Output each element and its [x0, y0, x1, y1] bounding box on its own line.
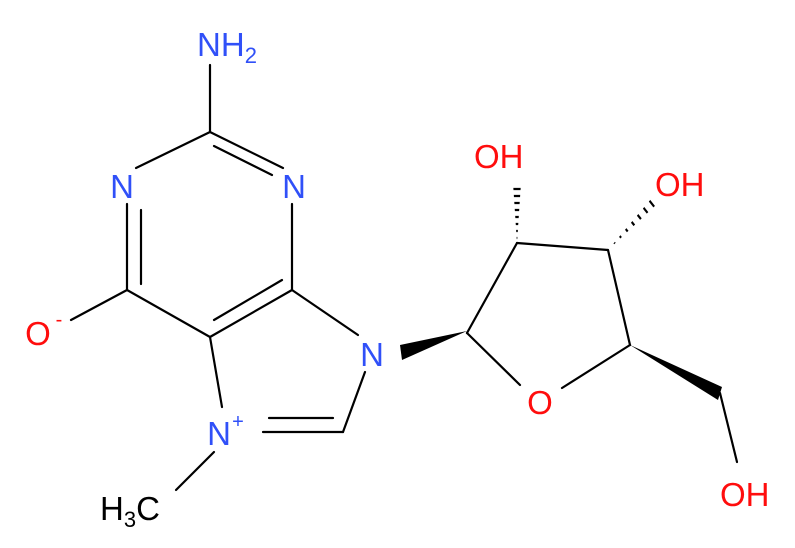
- n1-label: N: [110, 168, 134, 205]
- bond-c4-c5: [208, 288, 294, 339]
- bond-c4-n9: [290, 288, 360, 337]
- bond-c2-n3: [208, 130, 285, 170]
- bond-n7-ch3: [174, 450, 216, 492]
- oh-c5-label: OH: [720, 476, 770, 513]
- bond-c2-n3-inner: [212, 144, 274, 177]
- bond-o4-c1: [465, 331, 522, 387]
- amine-label: NH2: [197, 26, 257, 68]
- ring-o-label: O: [527, 384, 553, 421]
- n7-charge: +: [232, 411, 244, 433]
- n3-label: N: [282, 168, 306, 205]
- oxide-charge: -: [56, 309, 63, 331]
- methyl-h-count: 3: [124, 507, 136, 532]
- bond-c1-c2: [465, 241, 519, 335]
- bond-c4-c5-inner: [212, 278, 284, 322]
- n9-label: N: [360, 336, 384, 373]
- bond-n1-c2: [134, 130, 212, 170]
- n7-label: N: [207, 415, 231, 452]
- bond-c6-c5: [125, 288, 212, 339]
- amine-h-count: 2: [245, 43, 257, 68]
- bond-c2-c3: [515, 241, 610, 252]
- oh-c2-label: OH: [474, 138, 524, 175]
- bond-c6-o: [69, 288, 129, 322]
- methyl-c: C: [136, 490, 160, 527]
- oh-c3-label: OH: [655, 166, 705, 203]
- bond-c5prime-o5: [718, 391, 739, 464]
- bond-c4-o4: [560, 343, 632, 390]
- methyl-h: H: [100, 490, 124, 527]
- amine-n: N: [197, 26, 221, 63]
- bond-c5-n7: [208, 335, 224, 409]
- bond-c3-c4: [606, 248, 632, 347]
- bond-n9-c8: [341, 370, 367, 434]
- bond-c4-c5prime-wedge: [630, 345, 722, 400]
- methyl-label: H3C: [100, 490, 160, 532]
- bond-c2-oh-hashed: [513, 187, 521, 240]
- oxide-label: O: [25, 315, 51, 352]
- bond-n9-c1-wedge: [400, 331, 467, 360]
- amine-h: H: [221, 26, 245, 63]
